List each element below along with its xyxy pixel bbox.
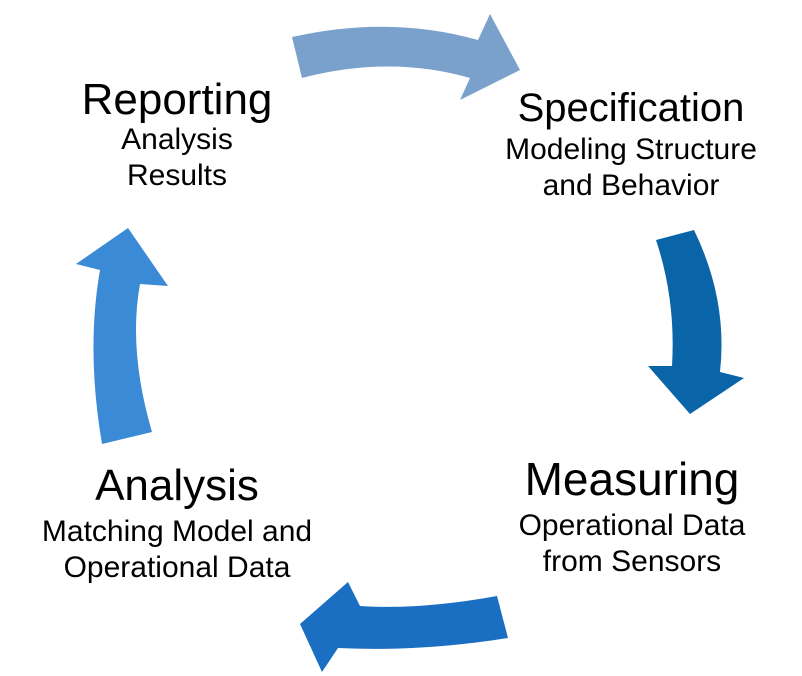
stage-analysis: Analysis Matching Model and Operational …: [2, 464, 352, 586]
stage-title-measuring: Measuring: [524, 453, 740, 505]
stage-subtitle-line: Operational Data: [518, 509, 746, 542]
stage-specification: Specification Modeling Structure and Beh…: [472, 88, 790, 204]
stage-subtitle-line: Analysis: [121, 123, 233, 156]
stage-title-reporting: Reporting: [81, 75, 273, 124]
stage-title-analysis: Analysis: [95, 461, 259, 510]
stage-subtitle-line: Matching Model and: [41, 515, 313, 548]
stage-title-specification: Specification: [517, 86, 745, 130]
stage-measuring: Measuring Operational Data from Sensors: [484, 456, 780, 580]
stage-subtitle-line: Operational Data: [63, 551, 291, 584]
stage-subtitle-line: Modeling Structure: [505, 133, 757, 166]
arrow-analysis-to-reporting: [76, 228, 168, 444]
stage-reporting: Reporting Analysis Results: [37, 78, 317, 194]
stage-subtitle-line: from Sensors: [542, 545, 722, 578]
arrow-specification-to-measuring: [648, 230, 744, 414]
stage-subtitle-line: and Behavior: [542, 169, 720, 202]
arrow-measuring-to-analysis: [300, 582, 508, 672]
stage-subtitle-line: Results: [126, 159, 228, 192]
arrow-reporting-to-specification: [292, 14, 520, 100]
